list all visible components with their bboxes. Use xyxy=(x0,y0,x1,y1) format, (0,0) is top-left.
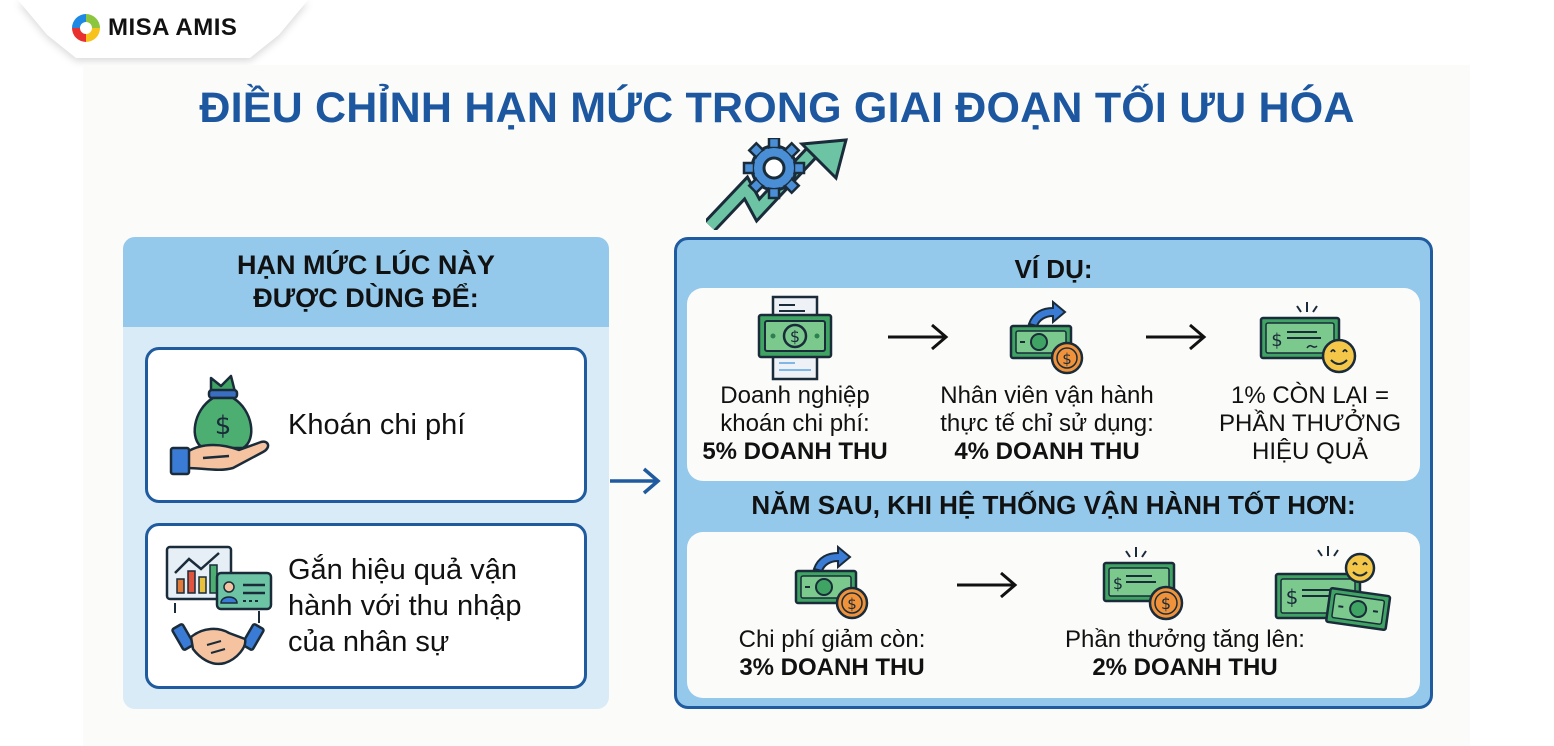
label-line: hành với thu nhập xyxy=(288,590,522,622)
gear-growth-arrow-icon xyxy=(706,138,848,230)
next-year-step-3: $ xyxy=(1272,540,1396,636)
step-value: HIỆU QUẢ xyxy=(1251,438,1368,465)
step-text: Chi phí giảm còn: xyxy=(738,626,926,653)
cheque-banknotes-smiley-icon: $ xyxy=(1274,546,1392,632)
svg-text:$: $ xyxy=(215,411,232,441)
step-text: 1% CÒN LẠI = xyxy=(1230,382,1390,409)
arrow-right-icon xyxy=(888,323,949,351)
next-year-step-2: $ $ Phần thưởng tăng lên: 2% DOANH THU xyxy=(1050,540,1320,682)
svg-text:$: $ xyxy=(1271,330,1282,351)
step-value: 2% DOANH THU xyxy=(1092,654,1278,681)
heading-line: HẠN MỨC LÚC NÀY xyxy=(237,250,495,280)
next-year-step-1: $ Chi phí giảm còn: 3% DOANH THU xyxy=(722,540,942,682)
heading-line: ĐƯỢC DÙNG ĐỂ: xyxy=(253,283,479,313)
step-value: 5% DOANH THU xyxy=(702,438,888,465)
usage-item-label: Gắn hiệu quả vận hành với thu nhập của n… xyxy=(288,552,521,660)
svg-text:$: $ xyxy=(1161,594,1171,613)
usage-card: HẠN MỨC LÚC NÀY ĐƯỢC DÙNG ĐỂ: $ Khoán ch… xyxy=(123,237,609,709)
arrow-right-icon xyxy=(1146,323,1207,351)
step-text: Nhân viên vận hành xyxy=(940,382,1154,409)
banknote-coin-outgoing-icon: $ xyxy=(794,544,869,620)
arrow-right-icon xyxy=(957,571,1018,599)
next-year-heading: NĂM SAU, KHI HỆ THỐNG VẬN HÀNH TỐT HƠN: xyxy=(751,490,1356,520)
usage-item-cost-allocation: $ Khoán chi phí xyxy=(145,347,587,503)
banknote-coin-outgoing-icon: $ xyxy=(1009,299,1084,375)
logo-text: MISA AMIS xyxy=(108,14,238,41)
logo-tab xyxy=(18,0,308,58)
label-line: Gắn hiệu quả vận xyxy=(288,554,517,586)
step-text: PHẦN THƯỞNG xyxy=(1219,410,1401,437)
label-line: của nhân sự xyxy=(288,626,450,658)
svg-text:$: $ xyxy=(847,595,857,613)
hand-money-bag-icon: $ xyxy=(169,374,270,476)
step-value: 4% DOANH THU xyxy=(954,438,1140,465)
example-step-2: $ Nhân viên vận hành thực tế chỉ sử dụng… xyxy=(932,294,1162,466)
svg-text:$: $ xyxy=(1286,585,1299,609)
svg-text:$: $ xyxy=(790,327,800,346)
page-title: ĐIỀU CHỈNH HẠN MỨC TRONG GIAI ĐOẠN TỐI Ư… xyxy=(199,84,1355,132)
usage-item-label: Khoán chi phí xyxy=(288,409,466,441)
cheque-coin-icon: $ $ xyxy=(1102,547,1184,621)
step-value: 3% DOANH THU xyxy=(739,654,925,681)
step-text: thực tế chỉ sử dụng: xyxy=(940,410,1154,437)
step-text: Phần thưởng tăng lên: xyxy=(1065,626,1305,653)
misa-ring-logo-icon xyxy=(72,14,100,42)
example-heading: VÍ DỤ: xyxy=(1014,254,1093,284)
chart-id-card-handshake-icon xyxy=(165,545,273,666)
svg-text:$: $ xyxy=(1062,350,1072,368)
step-text: khoán chi phí: xyxy=(720,410,870,437)
brand-logo[interactable]: MISA AMIS xyxy=(70,12,237,44)
usage-card-heading: HẠN MỨC LÚC NÀY ĐƯỢC DÙNG ĐỂ: xyxy=(123,237,609,327)
example-step-1: $ Doanh nghiệp khoán chi phí: 5% DOANH T… xyxy=(690,294,900,466)
cheque-smiley-icon: $ xyxy=(1259,302,1357,374)
example-step-3: $ 1% CÒN LẠI = PHẦN THƯỞNG HIỆU QUẢ xyxy=(1200,294,1420,466)
invoice-banknote-icon: $ xyxy=(757,295,833,381)
arrow-right-icon xyxy=(610,467,661,495)
svg-text:$: $ xyxy=(1113,574,1123,593)
usage-item-performance-income: Gắn hiệu quả vận hành với thu nhập của n… xyxy=(145,523,587,689)
step-text: Doanh nghiệp xyxy=(720,382,870,409)
